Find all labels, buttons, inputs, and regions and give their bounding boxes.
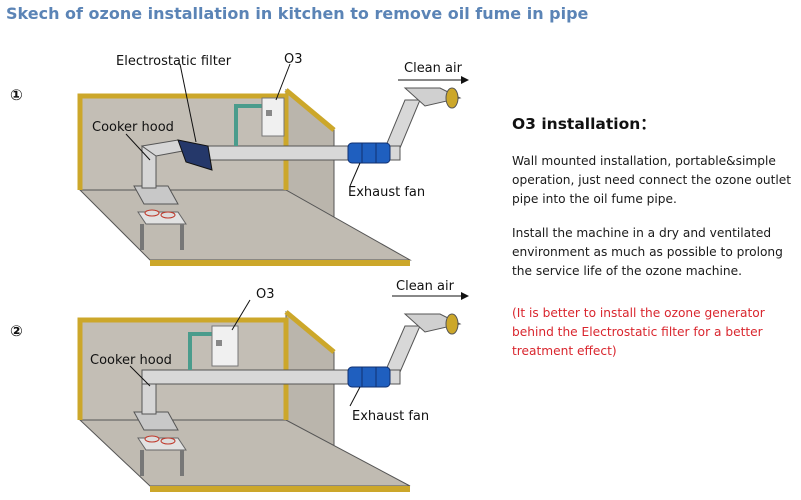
ozone-generator bbox=[211, 325, 239, 367]
wall-frame-right bbox=[284, 310, 336, 354]
label-o3: O3 bbox=[256, 287, 275, 302]
ozone-generator bbox=[261, 97, 285, 137]
ozone-pipe bbox=[188, 332, 212, 370]
floor bbox=[78, 189, 412, 261]
floor bbox=[78, 419, 411, 487]
ozone-pipe bbox=[234, 104, 262, 146]
cooker-hood bbox=[133, 145, 179, 205]
diagram-1-number: ① bbox=[10, 86, 23, 104]
floor-front-edge bbox=[150, 486, 410, 492]
label-o3: O3 bbox=[284, 52, 303, 67]
diagram-2-number: ② bbox=[10, 322, 23, 340]
page-title: Skech of ozone installation in kitchen t… bbox=[6, 4, 589, 23]
label-electrostatic-filter: Electrostatic filter bbox=[116, 54, 232, 69]
label-cooker-hood: Cooker hood bbox=[92, 120, 174, 135]
stove bbox=[137, 435, 187, 476]
label-exhaust-fan: Exhaust fan bbox=[352, 409, 429, 424]
wall-frame bbox=[77, 93, 289, 190]
diagram-1: ① bbox=[10, 52, 469, 266]
diagram-2: ② bbox=[10, 279, 469, 492]
exhaust-duct bbox=[141, 313, 462, 385]
info-paragraph-recommendation: (It is better to install the ozone gener… bbox=[512, 306, 765, 358]
wall-frame-right bbox=[284, 88, 336, 132]
info-paragraph-environment: Install the machine in a dry and ventila… bbox=[512, 226, 783, 278]
stove bbox=[137, 209, 187, 250]
label-clean-air: Clean air bbox=[404, 61, 463, 76]
label-exhaust-fan: Exhaust fan bbox=[348, 185, 425, 200]
floor-front-edge bbox=[150, 260, 410, 266]
label-cooker-hood: Cooker hood bbox=[90, 353, 172, 368]
exhaust-fan bbox=[347, 142, 391, 164]
info-title: O3 installation： bbox=[512, 115, 656, 133]
exhaust-fan bbox=[347, 366, 391, 388]
label-clean-air: Clean air bbox=[396, 279, 455, 294]
electrostatic-filter bbox=[177, 139, 213, 171]
info-paragraph-installation: Wall mounted installation, portable&simp… bbox=[512, 154, 792, 206]
